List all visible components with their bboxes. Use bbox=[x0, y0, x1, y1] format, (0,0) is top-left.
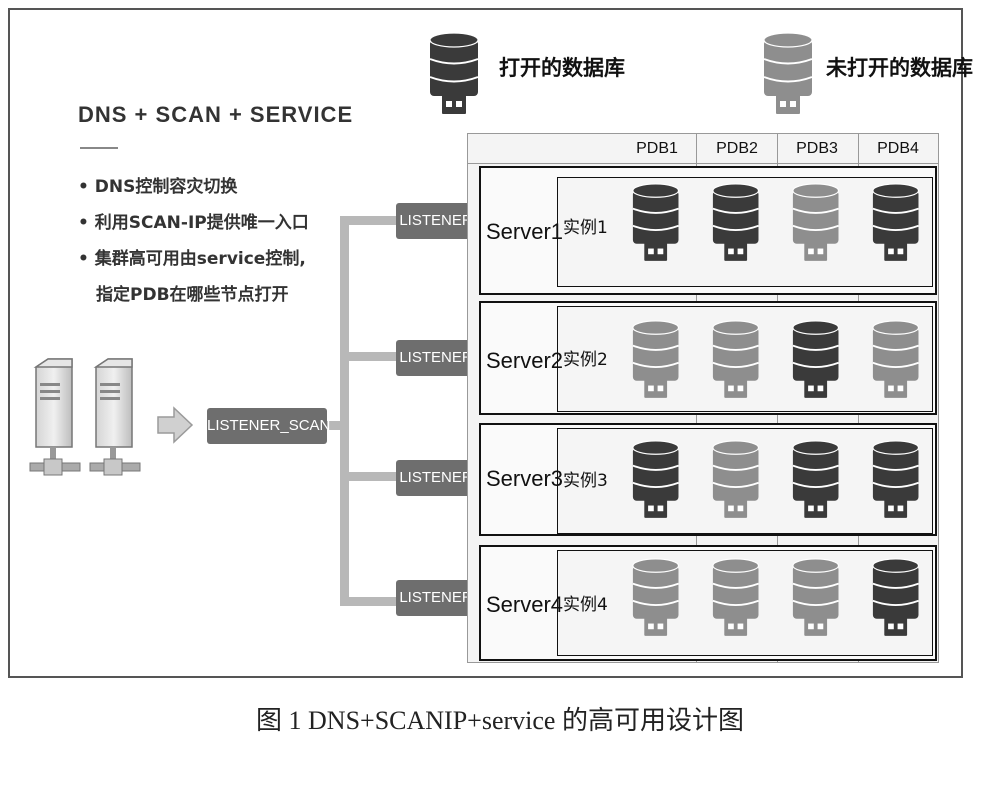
open-database-icon bbox=[791, 440, 840, 527]
server2-listener: LISTENER bbox=[396, 340, 476, 376]
bullet-item-continuation: 指定PDB在哪些节点打开 bbox=[96, 285, 289, 305]
open-database-icon bbox=[791, 320, 840, 407]
arrow-right-icon bbox=[157, 406, 194, 444]
listener-scan-box: LISTENER_SCAN bbox=[207, 408, 330, 444]
server1-listener: LISTENER bbox=[396, 203, 476, 239]
instance-label: 实例2 bbox=[563, 350, 608, 370]
bullet-item: • 集群高可用由service控制, bbox=[78, 249, 306, 269]
server3-listener: LISTENER bbox=[396, 460, 476, 496]
open-database-icon bbox=[871, 183, 920, 270]
instance-label: 实例1 bbox=[563, 218, 608, 238]
server-name: Server2 bbox=[486, 348, 564, 373]
closed-database-icon bbox=[631, 558, 680, 645]
open-database-icon bbox=[871, 558, 920, 645]
instance-label: 实例3 bbox=[563, 471, 608, 491]
open-database-icon bbox=[428, 32, 480, 123]
pdb-header: PDB4 bbox=[877, 140, 919, 157]
server-name: Server1 bbox=[486, 219, 564, 244]
grid-header-divider bbox=[468, 163, 938, 164]
legend-open-label: 打开的数据库 bbox=[499, 56, 625, 80]
bullet-item: • DNS控制容灾切换 bbox=[78, 177, 238, 197]
title-underline bbox=[80, 147, 118, 149]
closed-database-icon bbox=[791, 558, 840, 645]
open-database-icon bbox=[871, 440, 920, 527]
closed-database-icon bbox=[711, 558, 760, 645]
pdb-header: PDB2 bbox=[716, 140, 758, 157]
figure-caption: 图 1 DNS+SCANIP+service 的高可用设计图 bbox=[256, 706, 744, 735]
open-database-icon bbox=[631, 183, 680, 270]
closed-database-icon bbox=[631, 320, 680, 407]
closed-database-icon bbox=[711, 440, 760, 527]
open-database-icon bbox=[631, 440, 680, 527]
bullet-item: • 利用SCAN-IP提供唯一入口 bbox=[78, 213, 309, 233]
open-database-icon bbox=[711, 183, 760, 270]
instance-label: 实例4 bbox=[563, 595, 608, 615]
pdb-header: PDB1 bbox=[636, 140, 678, 157]
closed-database-icon bbox=[711, 320, 760, 407]
closed-database-icon bbox=[762, 32, 814, 123]
closed-database-icon bbox=[871, 320, 920, 407]
client-servers-icon bbox=[29, 358, 141, 476]
server-name: Server4 bbox=[486, 592, 564, 617]
diagram-title: DNS + SCAN + SERVICE bbox=[78, 102, 354, 127]
legend-closed-label: 未打开的数据库 bbox=[826, 56, 973, 80]
pdb-header: PDB3 bbox=[796, 140, 838, 157]
server4-listener: LISTENER bbox=[396, 580, 476, 616]
closed-database-icon bbox=[791, 183, 840, 270]
server-name: Server3 bbox=[486, 466, 564, 491]
